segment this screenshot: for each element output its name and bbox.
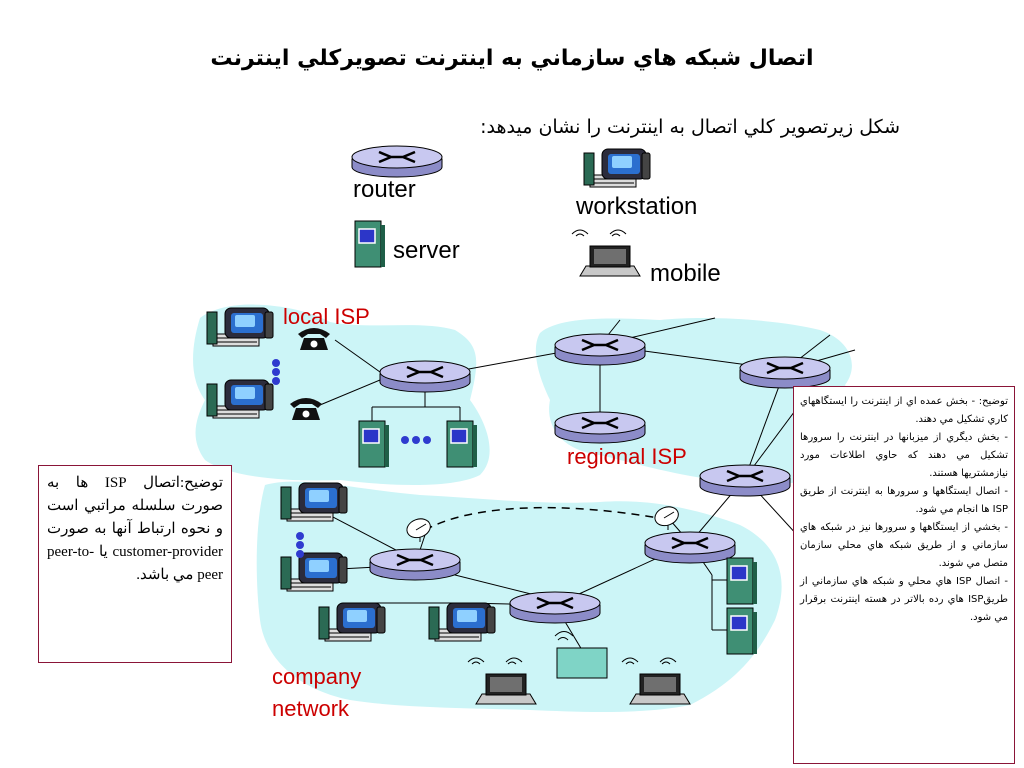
router-icon <box>643 530 737 565</box>
server-icon <box>358 420 390 468</box>
legend-router-label: router <box>353 176 416 203</box>
right-note-paragraph: - بخش ديگري از ميزبانها در اينترنت را سر… <box>800 432 1008 479</box>
page-subtitle: شکل زيرتصوير کلي اتصال به اينترنت را نشا… <box>480 116 900 138</box>
local-isp-label: local ISP <box>283 304 370 329</box>
legend-server-icon <box>354 220 386 268</box>
right-note-paragraph: توضيح: - بخش عمده اي از اينترنت را ايستگ… <box>800 396 1008 425</box>
regional-isp-label: regional ISP <box>567 444 687 469</box>
wireless-link <box>424 506 671 531</box>
right-note-paragraph: - بخشي از ايستگاهها و سرورها نيز در شبکه… <box>800 522 1008 569</box>
ellipsis-vertical-icon <box>296 532 304 558</box>
right-note-paragraph: - اتصال ايستگاهها و سرورها به اينترنت از… <box>800 486 1008 515</box>
ellipsis-vertical-icon <box>272 359 280 385</box>
company-network-label-line1: company <box>272 664 362 689</box>
legend-workstation-label: workstation <box>576 193 698 220</box>
router-icon <box>368 547 462 582</box>
router-icon <box>508 590 602 625</box>
router-icon <box>378 359 472 394</box>
company-network-label-line2: network <box>272 696 350 721</box>
legend-workstation-icon <box>583 148 651 188</box>
right-note-paragraph: - اتصال ISP هاي محلي و شبکه هاي سازماني … <box>800 576 1009 623</box>
legend-mobile-icon <box>571 229 641 277</box>
server-icon <box>726 607 758 655</box>
server-icon <box>446 420 478 468</box>
legend-router-icon <box>350 144 444 179</box>
legend-server-label: server <box>393 237 460 264</box>
server-icon <box>726 557 758 605</box>
router-icon <box>553 410 647 445</box>
ellipsis-horizontal-icon <box>401 436 431 444</box>
router-icon <box>553 332 647 367</box>
legend-mobile-label: mobile <box>650 260 721 287</box>
page-title: اتصال شبکه هاي سازماني به اينترنت تصويرک… <box>210 46 814 71</box>
right-note-box: توضيح: - بخش عمده اي از اينترنت را ايستگ… <box>793 386 1015 764</box>
access-point-icon <box>556 647 608 679</box>
router-icon <box>738 355 832 390</box>
left-note-box: توضيح:اتصال ISP ها به صورت سلسله مراتبي … <box>38 465 232 663</box>
router-icon <box>698 463 792 498</box>
